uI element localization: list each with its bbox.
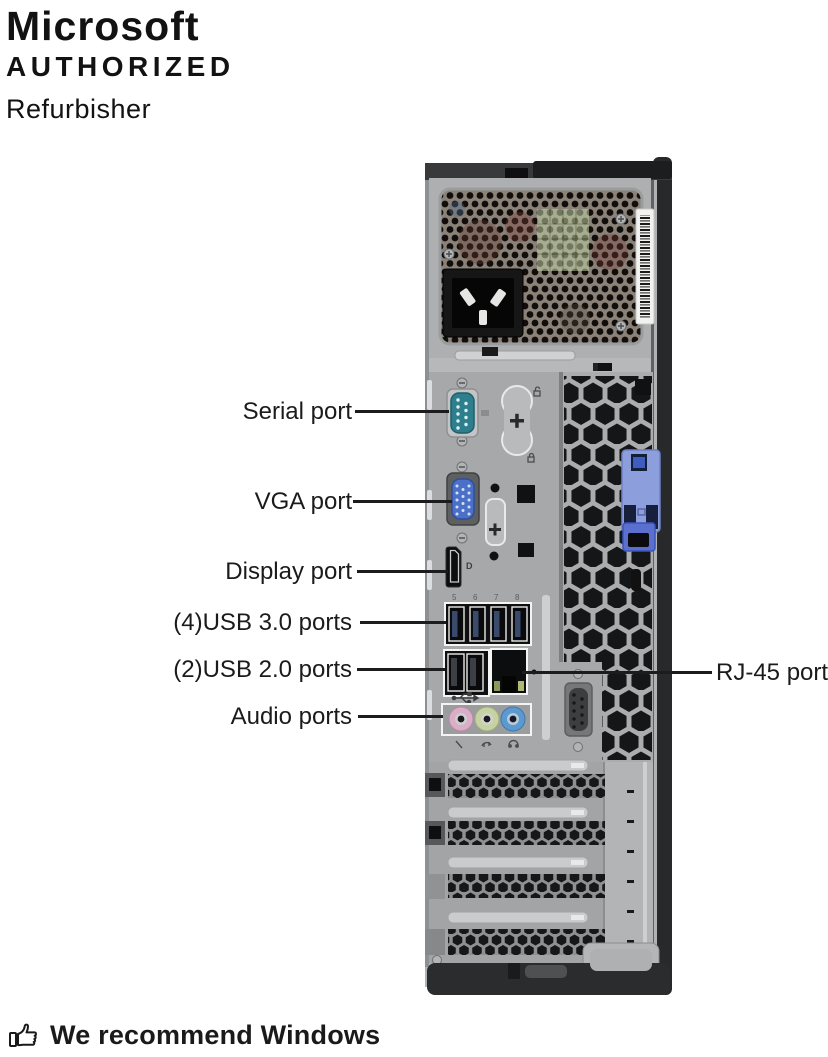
audio-jack-blue (500, 706, 526, 732)
label-usb3-ports: (4)USB 3.0 ports (173, 609, 352, 636)
audio-jack-green (474, 706, 500, 732)
display-port: D (445, 546, 473, 588)
svg-text:6: 6 (473, 593, 478, 602)
padlock-icons (527, 386, 541, 463)
svg-text:5: 5 (452, 593, 457, 602)
slot-cover-3 (447, 856, 605, 898)
label-display-port: Display port (225, 558, 352, 585)
recommend-text: We recommend Windows (50, 1019, 381, 1050)
leader-line-serial (355, 410, 449, 413)
usb-port-numbers: 5 6 7 8 (452, 593, 520, 602)
logo-refurbisher: Refurbisher (6, 94, 152, 124)
leader-line-rj45 (522, 671, 712, 674)
audio-icons (455, 739, 519, 749)
leader-line-audio (358, 715, 443, 718)
power-inlet (442, 268, 524, 338)
logo-brand: Microsoft (6, 3, 200, 49)
slot-cover-4 (447, 911, 605, 955)
knockout-plate (501, 385, 541, 463)
leader-line-usb2 (357, 668, 445, 671)
microsoft-authorized-logo: Microsoft AUTHORIZED Refurbisher (6, 4, 235, 125)
label-audio-ports: Audio ports (230, 703, 352, 730)
psu-screws (443, 213, 627, 332)
thumbs-up-icon (9, 1023, 37, 1047)
com2-serial-port (555, 662, 602, 762)
audio-ports (441, 703, 532, 749)
logo-authorized: AUTHORIZED (6, 51, 235, 82)
serial-port (446, 377, 489, 447)
leader-line-display (357, 570, 448, 573)
chassis-bottom (427, 942, 670, 995)
displayport-logo-icon: D (466, 561, 473, 571)
vga-port (446, 461, 535, 561)
svg-text:7: 7 (494, 593, 499, 602)
rj45-port (490, 648, 537, 695)
expansion-latch-blue (621, 449, 661, 552)
label-serial-port: Serial port (242, 398, 352, 425)
slot-cover-2 (447, 806, 605, 845)
expansion-slots (425, 759, 653, 965)
usb3-ports: 5 6 7 8 (444, 593, 532, 646)
label-vga-port: VGA port (254, 488, 352, 515)
label-rj45-port: RJ-45 port (716, 659, 828, 686)
slot-cover-1 (447, 759, 605, 798)
psu-heatsink (537, 209, 589, 271)
top-latch (505, 168, 528, 181)
usb2-ports (443, 649, 490, 697)
svg-text:8: 8 (515, 593, 520, 602)
audio-jack-pink (448, 706, 474, 732)
barcode-sticker (635, 208, 655, 325)
pc-rear-panel-photo: D 5 6 7 8 (425, 157, 672, 995)
windows-recommendation: We recommend Windows (8, 1018, 380, 1052)
leader-line-vga (353, 500, 452, 503)
label-usb2-ports: (2)USB 2.0 ports (173, 656, 352, 683)
usb-trident-icon (451, 691, 480, 705)
power-supply-area (429, 178, 655, 358)
slot-clips (425, 773, 445, 955)
leader-line-usb3 (360, 621, 446, 624)
